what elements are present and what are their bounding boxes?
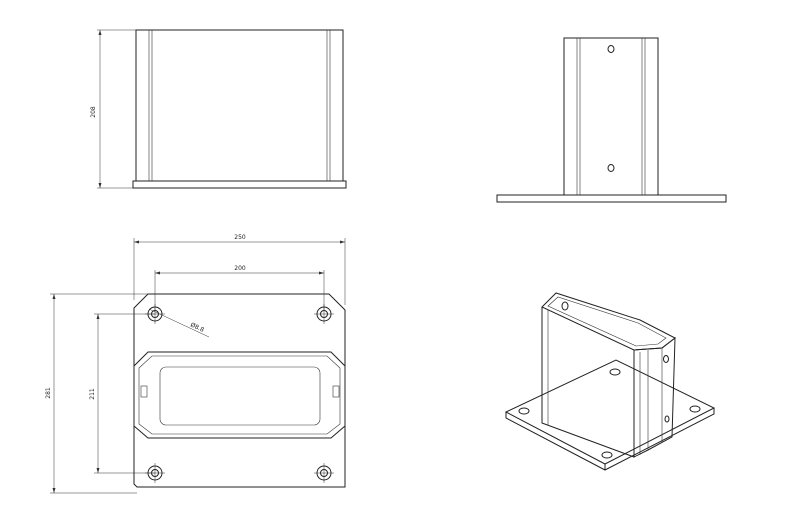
plate-height-dimension: 281 [45, 293, 148, 494]
bolt-hole-bottom-right [314, 463, 334, 483]
bolt-hole-top-right [314, 304, 334, 324]
iso-hole-right [689, 405, 701, 413]
plate-height-label: 281 [45, 387, 52, 399]
front-height-label: 208 [90, 106, 97, 118]
plate-width-label: 250 [234, 234, 246, 241]
side-view [496, 37, 727, 203]
hole-spacing-label: 200 [234, 265, 246, 272]
iso-hole-back [609, 368, 621, 376]
iso-post-hole-side [663, 355, 669, 363]
bolt-hole-bottom-left [145, 463, 165, 483]
front-view: 208 [90, 29, 347, 189]
iso-post-hole-side-low [664, 415, 670, 423]
bolt-hole-top-left [145, 304, 165, 324]
iso-post-hole-top [561, 301, 569, 311]
top-view: 200 250 281 211 [45, 234, 346, 494]
front-height-dimension: 208 [90, 29, 136, 189]
iso-hole-bottom [601, 451, 613, 459]
hole-spacing-dimension: 200 [154, 265, 325, 311]
hole-vertical-dimension: 211 [89, 313, 155, 474]
hole-diameter-callout: Ø8.8 [148, 308, 210, 338]
hole-vertical-label: 211 [89, 388, 96, 400]
isometric-view [504, 292, 716, 471]
iso-hole-left [518, 407, 530, 415]
side-bolt-hole-bottom [607, 164, 615, 172]
plate-width-dimension: 250 [133, 234, 346, 305]
side-bolt-hole-top [607, 45, 615, 53]
hole-diameter-label: Ø8.8 [189, 321, 205, 333]
